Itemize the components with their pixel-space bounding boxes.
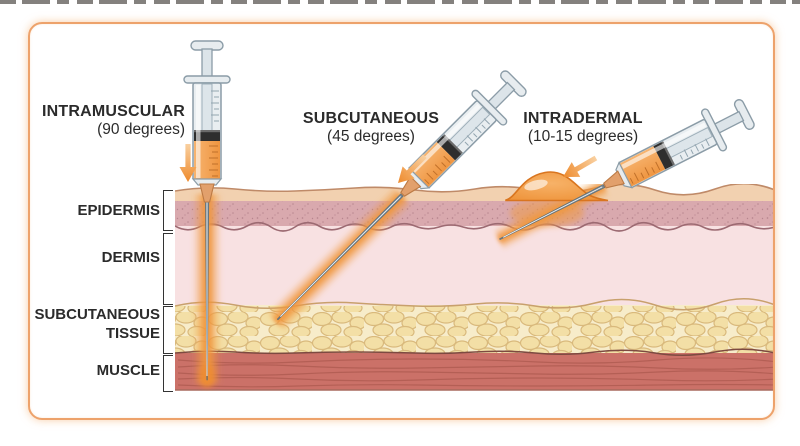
muscle-label: MUSCLE [96, 362, 160, 379]
skin-surface-outline [175, 184, 773, 196]
dermis-bracket [163, 233, 173, 305]
intramuscular-syringe [183, 40, 231, 203]
intradermal-bleb [505, 171, 609, 202]
epidermis-dermis-boundary [175, 221, 773, 232]
skin-cross-section [175, 184, 773, 391]
muscle-striations [177, 357, 773, 388]
intradermal-label-block: INTRADERMAL (10-15 degrees) [483, 110, 683, 146]
subcutaneous-label-block: SUBCUTANEOUS (45 degrees) [271, 110, 471, 146]
top-crop-marks [0, 0, 800, 4]
subcutaneous-title: SUBCUTANEOUS [302, 110, 440, 127]
subcutaneous-muscle-boundary [175, 348, 773, 356]
epidermis-texture [175, 200, 773, 226]
fat-cells-texture [175, 306, 773, 353]
subcutaneous-tissue-label: SUBCUTANEOUS TISSUE [34, 306, 160, 343]
intradermal-needle [499, 184, 606, 241]
intramuscular-title: INTRAMUSCULAR [41, 103, 185, 120]
subcutaneous-tissue-label-line1: SUBCUTANEOUS [34, 306, 160, 323]
subcutaneous-tissue-label-line2: TISSUE [105, 324, 160, 342]
muscle-bracket [163, 355, 173, 392]
dermis-label: DERMIS [101, 249, 160, 266]
intradermal-title: INTRADERMAL [523, 110, 643, 127]
epidermis-label: EPIDERMIS [77, 202, 160, 219]
intramuscular-label-block: INTRAMUSCULAR (90 degrees) [42, 103, 185, 139]
epidermis-bracket [163, 190, 173, 231]
subcutaneous-bracket [163, 306, 173, 354]
subcutaneous-angle: (45 degrees) [327, 128, 415, 145]
intradermal-angle: (10-15 degrees) [527, 128, 639, 145]
skin-surface-layer [175, 184, 773, 201]
subcutaneous-needle [276, 193, 404, 321]
intramuscular-angle: (90 degrees) [97, 121, 185, 138]
